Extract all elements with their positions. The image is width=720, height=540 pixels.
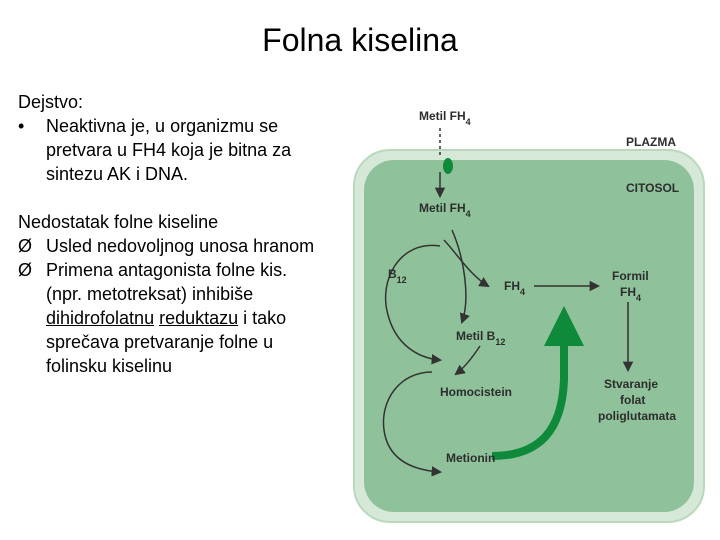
bullet-marker: • bbox=[18, 116, 25, 136]
section2-bullet-2-text-a: Primena antagonista folne kis. (npr. met… bbox=[46, 260, 288, 304]
label-metionin: Metionin bbox=[446, 451, 495, 465]
folate-metabolism-diagram: Metil FH4 PLAZMA CITOSOL Metil FH4 B12 F… bbox=[340, 90, 710, 530]
section2-bullet-1: Ø Usled nedovoljnog unosa hranom bbox=[18, 234, 318, 258]
label-formil: Formil bbox=[612, 269, 649, 283]
label-stvaranje: Stvaranje bbox=[604, 377, 658, 391]
diagram-svg: Metil FH4 PLAZMA CITOSOL Metil FH4 B12 F… bbox=[353, 109, 705, 523]
label-metil-fh4-inner: Metil FH4 bbox=[419, 201, 471, 219]
label-metil-fh4-top: Metil FH4 bbox=[419, 109, 471, 127]
label-formil-fh4: FH4 bbox=[620, 285, 641, 303]
label-b12: B12 bbox=[388, 267, 407, 285]
slide-text: Dejstvo: • Neaktivna je, u organizmu se … bbox=[18, 90, 318, 378]
label-fh4: FH4 bbox=[504, 279, 525, 297]
section1-heading: Dejstvo: bbox=[18, 92, 84, 112]
label-metil-b12: Metil B12 bbox=[456, 329, 505, 347]
section2-heading: Nedostatak folne kiseline bbox=[18, 212, 219, 232]
underlined-term-reduktazu: reduktazu bbox=[159, 308, 239, 328]
label-homocistein: Homocistein bbox=[440, 385, 512, 399]
section1-bullet: • Neaktivna je, u organizmu se pretvara … bbox=[18, 114, 318, 186]
b12-to-metil-b12 bbox=[451, 229, 470, 324]
section1-bullet-text: Neaktivna je, u organizmu se pretvara u … bbox=[46, 116, 292, 184]
green-curved-arrow bbox=[491, 306, 584, 460]
label-poliglutamata: poliglutamata bbox=[598, 409, 676, 423]
homocistein-arrow bbox=[454, 345, 481, 376]
section2-bullet-1-text: Usled nedovoljnog unosa hranom bbox=[46, 236, 315, 256]
cytosol-area bbox=[364, 160, 694, 512]
methionine-cycle-arc bbox=[382, 371, 443, 477]
arrow-bullet-marker: Ø bbox=[18, 236, 33, 256]
label-citosol: CITOSOL bbox=[626, 181, 679, 195]
underlined-term-dihidrofolatnu: dihidrofolatnu bbox=[46, 308, 155, 328]
b12-cycle-arc-left bbox=[384, 244, 443, 365]
label-folat: folat bbox=[620, 393, 645, 407]
transporter-dot bbox=[443, 158, 453, 174]
arrow-bullet-marker: Ø bbox=[18, 260, 33, 280]
section2-bullet-2: Ø Primena antagonista folne kis. (npr. m… bbox=[18, 258, 318, 378]
section2-bullet-2-text-b: i tako sprečava pretvaranje folne u foli… bbox=[46, 308, 287, 376]
slide-title: Folna kiselina bbox=[262, 22, 458, 58]
b12-cycle-arc-top bbox=[443, 239, 490, 288]
label-plazma: PLAZMA bbox=[626, 135, 676, 149]
